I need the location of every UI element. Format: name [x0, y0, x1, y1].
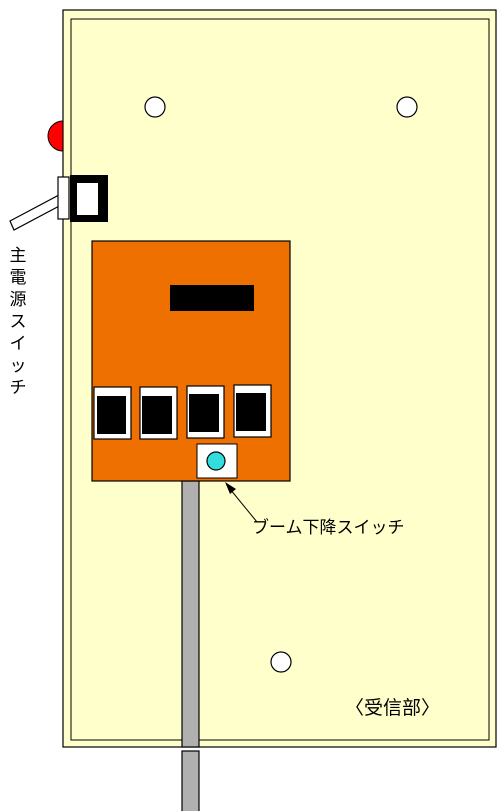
mounting-hole-top-right [396, 96, 418, 118]
toggle-base-icon [57, 176, 70, 220]
boom-rod-lower [181, 750, 200, 811]
main-power-switch-label: 主電源スイッチ [9, 246, 27, 398]
mounting-hole-bottom [270, 651, 292, 673]
mounting-hole-top-left [144, 96, 166, 118]
control-board [91, 240, 291, 482]
callout-arrow-icon [225, 482, 236, 494]
boom-rod-upper [181, 480, 200, 748]
relay-block-2 [139, 386, 178, 440]
unit-name-label: 〈受信部〉 [345, 697, 441, 719]
toggle-lever-icon [9, 194, 64, 231]
relay-block-1 [93, 386, 132, 440]
relay-block-3 [186, 385, 225, 439]
indicator-lamp-icon [47, 120, 64, 152]
relay-block-4 [233, 384, 272, 438]
display-block [170, 285, 254, 311]
receiver-panel-inner-border [70, 18, 490, 741]
boom-down-switch-label: ブーム下降スイッチ [252, 518, 405, 538]
push-button-icon [206, 451, 226, 471]
callout-line [229, 488, 258, 523]
